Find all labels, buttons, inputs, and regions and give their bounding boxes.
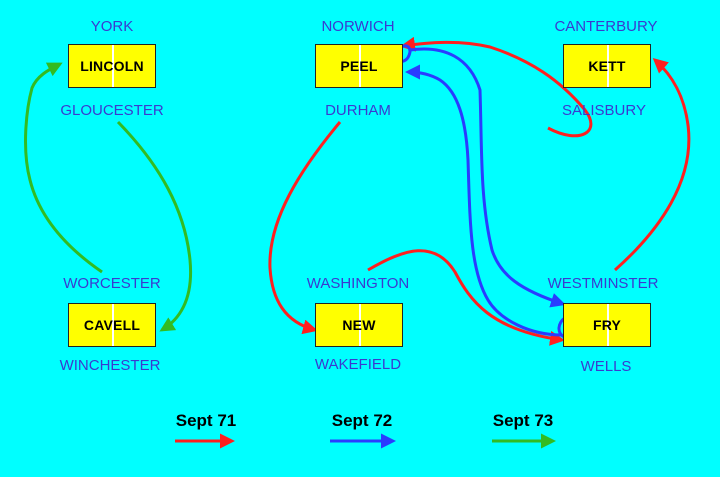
box-divider — [112, 304, 114, 346]
house-name-cavell: CAVELL — [83, 317, 141, 333]
box-divider — [359, 304, 361, 346]
place-westminster: WESTMINSTER — [547, 275, 659, 292]
arrow-westminster-to-kett — [614, 58, 691, 272]
box-divider — [607, 45, 609, 87]
place-wakefield: WAKEFIELD — [314, 356, 402, 373]
place-york: YORK — [90, 18, 134, 35]
place-wells: WELLS — [580, 358, 632, 375]
arrow-gloucester-to-cavell — [116, 120, 193, 332]
arrow-durham-to-new — [268, 121, 342, 335]
box-divider — [607, 304, 609, 346]
arrow-peel-to-westminster — [394, 44, 563, 304]
box-divider — [359, 45, 361, 87]
house-box-cavell: CAVELL — [68, 303, 156, 347]
place-durham: DURHAM — [325, 102, 391, 119]
legend-label-sept72: Sept 72 — [331, 411, 393, 430]
arrow-salisbury-to-peel — [400, 36, 593, 138]
place-norwich: NORWICH — [321, 18, 395, 35]
house-box-fry: FRY — [563, 303, 651, 347]
house-name-new: NEW — [342, 317, 376, 333]
place-washington: WASHINGTON — [306, 275, 410, 292]
house-name-kett: KETT — [588, 58, 626, 74]
legend-label-sept73: Sept 73 — [492, 411, 554, 430]
house-name-fry: FRY — [592, 317, 622, 333]
arrow-worcester-to-lincoln — [24, 62, 103, 274]
place-worcester: WORCESTER — [63, 275, 161, 292]
legend-label-sept71: Sept 71 — [175, 411, 237, 430]
house-box-peel: PEEL — [315, 44, 403, 88]
house-name-peel: PEEL — [340, 58, 378, 74]
place-winchester: WINCHESTER — [59, 357, 161, 374]
house-box-kett: KETT — [563, 44, 651, 88]
house-name-lincoln: LINCOLN — [80, 58, 144, 74]
house-box-new: NEW — [315, 303, 403, 347]
place-gloucester: GLOUCESTER — [60, 102, 164, 119]
house-box-lincoln: LINCOLN — [68, 44, 156, 88]
arrow-washington-to-fry — [367, 249, 565, 346]
box-divider — [112, 45, 114, 87]
place-salisbury: SALISBURY — [562, 102, 646, 119]
place-canterbury: CANTERBURY — [554, 18, 658, 35]
